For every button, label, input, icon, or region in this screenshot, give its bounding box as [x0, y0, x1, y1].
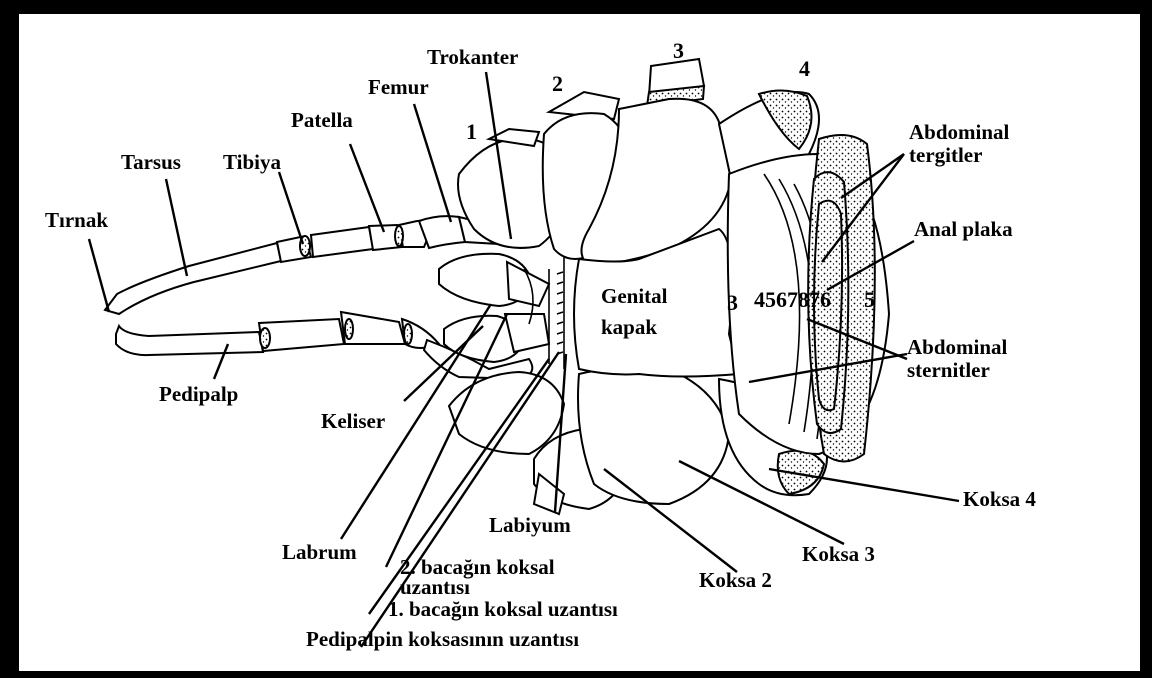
leg-number-4: 4	[799, 56, 810, 81]
label-anal-plaka: Anal plaka	[914, 217, 1013, 241]
label-koksa-3: Koksa 3	[802, 542, 875, 566]
diagram-panel: Trokanter Femur Patella Tibiya Tarsus Tı…	[19, 14, 1140, 671]
pedipalp-upper	[105, 216, 499, 314]
leg-number-1: 1	[466, 119, 477, 144]
label-kapak: kapak	[601, 315, 657, 339]
label-abdominal-tergitler-1: Abdominal	[909, 120, 1010, 144]
label-tibiya: Tibiya	[223, 150, 281, 174]
label-abdominal-tergitler-2: tergitler	[909, 143, 982, 167]
label-koksa-4: Koksa 4	[963, 487, 1036, 511]
label-pedipalp-koksa-uzanti: Pedipalpin koksasının uzantısı	[306, 627, 579, 651]
label-abdominal-sternitler-2: sternitler	[907, 358, 990, 382]
label-bacak1-koksal: 1. bacağın koksal uzantısı	[388, 597, 618, 621]
label-tarsus: Tarsus	[121, 150, 181, 174]
label-tirnak: Tırnak	[45, 208, 108, 232]
label-trokanter: Trokanter	[427, 45, 518, 69]
label-patella: Patella	[291, 108, 353, 132]
leg-number-2: 2	[552, 71, 563, 96]
sternite-number-3: 3	[727, 290, 738, 315]
arachnid-ventral-diagram: Trokanter Femur Patella Tibiya Tarsus Tı…	[19, 14, 1140, 671]
label-femur: Femur	[368, 75, 429, 99]
label-koksa-2: Koksa 2	[699, 568, 772, 592]
label-abdominal-sternitler-1: Abdominal	[907, 335, 1008, 359]
label-genital: Genital	[601, 284, 668, 308]
label-bacak2-koksal-2: uzantısı	[400, 575, 470, 599]
label-keliser: Keliser	[321, 409, 385, 433]
segment-number-sequence: 4567876	[754, 287, 831, 312]
label-labrum: Labrum	[282, 540, 357, 564]
label-pedipalp: Pedipalp	[159, 382, 238, 406]
label-labiyum: Labiyum	[489, 513, 571, 537]
leg-number-3: 3	[673, 38, 684, 63]
segment-number-end: 5	[864, 287, 875, 312]
